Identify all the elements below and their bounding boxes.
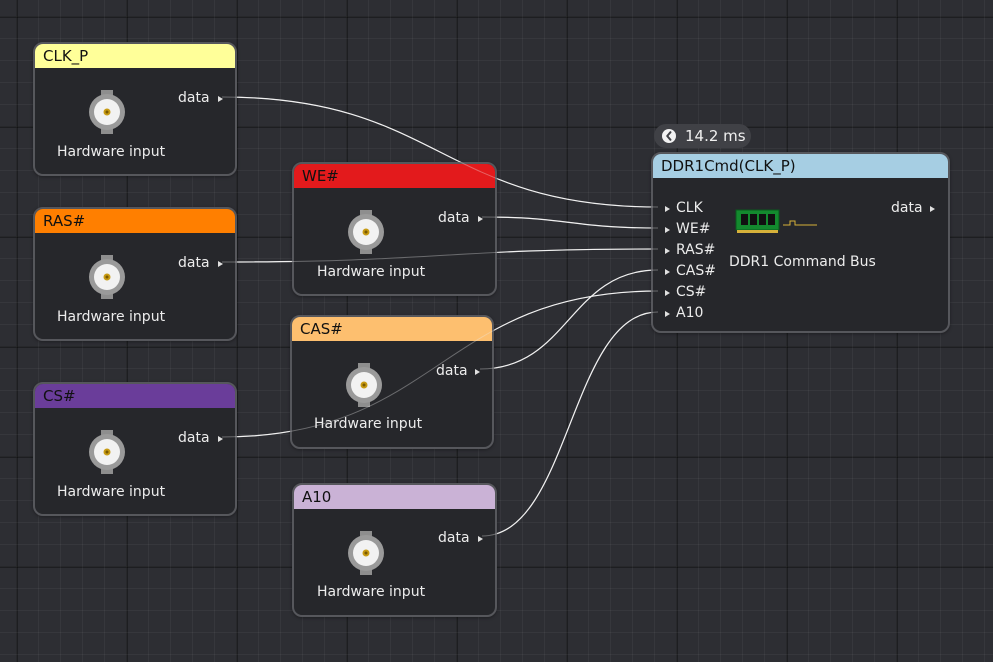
node-ddr1-decoder[interactable]: DDR1Cmd(CLK_P) CLK WE# RAS# CAS# CS# A10 data…	[651, 152, 950, 333]
node-cs[interactable]: CS# data Hardware input	[33, 382, 237, 516]
node-kind-label: Hardware input	[314, 416, 423, 432]
execution-time-text: 14.2 ms	[685, 127, 746, 145]
node-kind-label: Hardware input	[57, 144, 166, 160]
node-title: CS#	[35, 384, 235, 408]
node-cas[interactable]: CAS# data Hardware input	[290, 315, 494, 449]
bnc-connector-icon	[89, 90, 125, 134]
input-port-handle[interactable]	[665, 290, 670, 296]
input-port-label: A10	[676, 305, 704, 321]
node-description: DDR1 Command Bus	[729, 254, 876, 270]
output-port-label: data	[178, 255, 210, 271]
output-port-handle[interactable]	[475, 369, 480, 375]
input-port-label: CAS#	[676, 263, 716, 279]
output-port-label: data	[178, 90, 210, 106]
bnc-connector-icon	[346, 363, 382, 407]
output-port-label: data	[178, 430, 210, 446]
execution-time-badge: 14.2 ms	[654, 124, 751, 148]
wire-overlay-we	[481, 216, 659, 229]
input-port-handle[interactable]	[665, 227, 670, 233]
wire-a10	[481, 311, 659, 537]
output-port-label: data	[436, 363, 468, 379]
bnc-connector-icon	[348, 210, 384, 254]
node-title: CLK_P	[35, 44, 235, 68]
node-title: A10	[294, 485, 495, 509]
node-kind-label: Hardware input	[317, 584, 426, 600]
output-port-handle[interactable]	[218, 436, 223, 442]
node-clk-p[interactable]: CLK_P data Hardware input	[33, 42, 237, 176]
bnc-connector-icon	[348, 531, 384, 575]
input-port-handle[interactable]	[665, 311, 670, 317]
node-title: CAS#	[292, 317, 492, 341]
node-title: WE#	[294, 164, 495, 188]
output-port-handle[interactable]	[478, 536, 483, 542]
input-port-label: WE#	[676, 221, 711, 237]
node-title: DDR1Cmd(CLK_P)	[653, 154, 948, 178]
input-port-handle[interactable]	[665, 269, 670, 275]
bnc-connector-icon	[89, 430, 125, 474]
output-port-label: data	[438, 530, 470, 546]
output-port-handle[interactable]	[930, 206, 935, 212]
output-port-handle[interactable]	[478, 216, 483, 222]
node-kind-label: Hardware input	[317, 264, 426, 280]
output-port-handle[interactable]	[218, 261, 223, 267]
node-we[interactable]: WE# data Hardware input	[292, 162, 497, 296]
bnc-connector-icon	[89, 255, 125, 299]
node-ras[interactable]: RAS# data Hardware input	[33, 207, 237, 341]
input-port-label: CS#	[676, 284, 707, 300]
output-port-label: data	[438, 210, 470, 226]
memory-module-icon	[735, 209, 817, 233]
output-port-label: data	[891, 200, 923, 216]
wire-we	[481, 216, 659, 229]
wire-cas	[479, 269, 659, 370]
wire-overlay-cas	[479, 269, 659, 370]
clock-icon	[662, 129, 676, 143]
node-a10[interactable]: A10 data Hardware input	[292, 483, 497, 617]
input-port-handle[interactable]	[665, 206, 670, 212]
input-port-label: CLK	[676, 200, 703, 216]
node-kind-label: Hardware input	[57, 309, 166, 325]
wire-overlay-a10	[481, 311, 659, 537]
input-port-handle[interactable]	[665, 248, 670, 254]
node-kind-label: Hardware input	[57, 484, 166, 500]
output-port-handle[interactable]	[218, 96, 223, 102]
node-title: RAS#	[35, 209, 235, 233]
input-port-label: RAS#	[676, 242, 716, 258]
